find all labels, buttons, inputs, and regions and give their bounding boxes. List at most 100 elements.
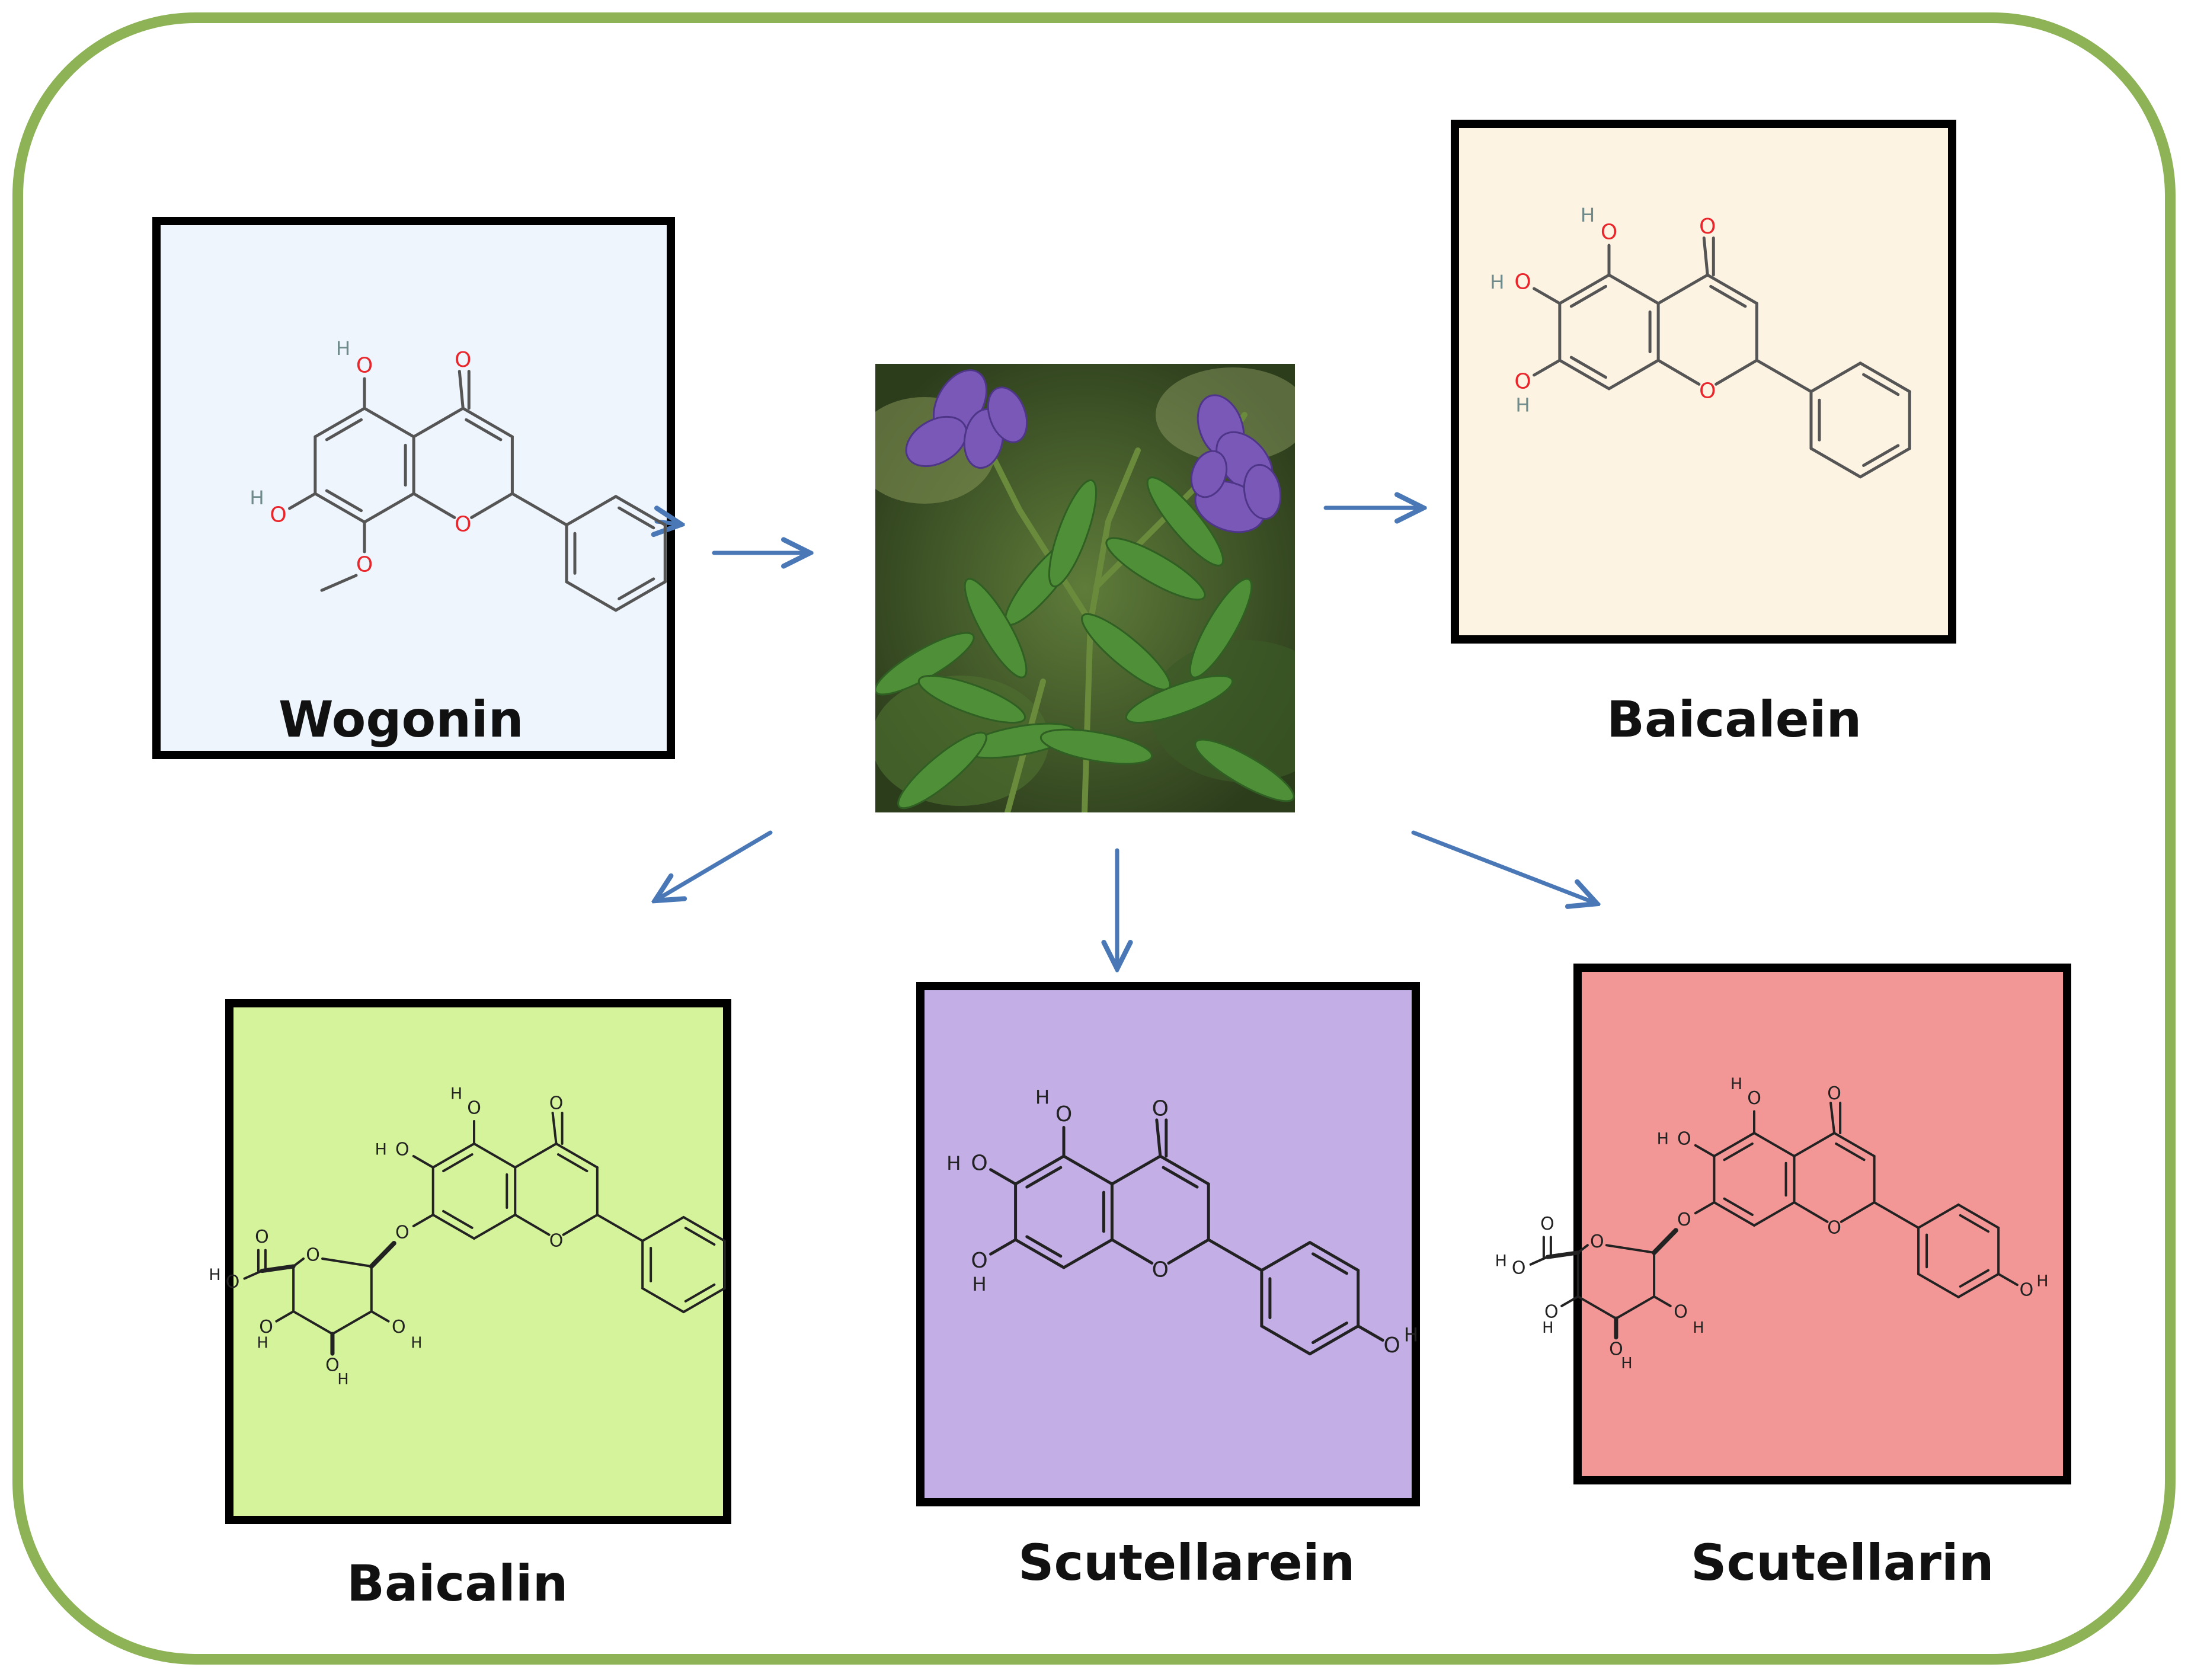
bond	[1014, 1238, 1066, 1269]
carbonyl-oxygen: O	[1152, 1097, 1169, 1121]
bond	[292, 1257, 305, 1268]
carboxyl-hydroxyl-oxygen: O	[226, 1272, 240, 1292]
bond	[1308, 1241, 1360, 1272]
bond	[1014, 1154, 1066, 1186]
bond	[1155, 1118, 1162, 1158]
bond	[1997, 1272, 2019, 1287]
bond	[641, 1216, 685, 1242]
substituent-oxygen: O	[1055, 1102, 1072, 1127]
bond	[288, 492, 317, 510]
bond	[331, 1310, 373, 1335]
ring-oxygen: O	[1699, 379, 1716, 404]
sugar-ring-oxygen: O	[306, 1245, 320, 1266]
bond	[1706, 273, 1758, 305]
double-bond	[1723, 1197, 1754, 1217]
methyl-bond	[320, 574, 358, 592]
double-bond	[1959, 1269, 1990, 1288]
bond	[1605, 1244, 1656, 1254]
plant-leaf	[1105, 537, 1206, 601]
plant-leaf	[1048, 479, 1098, 588]
plant-leaf	[897, 731, 987, 809]
double-bond	[1311, 1252, 1348, 1275]
hydroxyl-hydrogen: H	[946, 1152, 961, 1175]
bond	[1062, 1238, 1114, 1269]
bond	[989, 1168, 1018, 1186]
bond	[1713, 1201, 1755, 1227]
bond	[1829, 1102, 1836, 1134]
double-bond	[1025, 1235, 1063, 1258]
bond	[1755, 359, 1813, 393]
substituent-oxygen: O	[1677, 1209, 1691, 1230]
bond	[682, 1287, 726, 1313]
double-bond	[1311, 1321, 1348, 1345]
scutellarin-label: Scutellarin	[1691, 1534, 1994, 1592]
para-hydroxyl-oxygen: O	[2020, 1280, 2034, 1301]
double-bond	[618, 577, 655, 600]
substituent-oxygen: O	[971, 1249, 987, 1273]
sugar-hydroxyl-hydrogen: H	[337, 1371, 348, 1388]
sugar-hydroxyl-hydrogen: H	[411, 1335, 422, 1352]
double-bond	[1862, 373, 1900, 396]
substituent-oxygen: O	[1514, 370, 1531, 394]
bond	[461, 407, 514, 439]
bond	[1558, 359, 1611, 391]
bond	[1840, 1201, 1876, 1223]
substituent-oxygen: O	[1514, 270, 1531, 295]
bond	[1614, 1295, 1656, 1320]
double-bond	[618, 506, 655, 530]
carboxyl-oxygen: O	[255, 1227, 269, 1247]
bond	[641, 1287, 685, 1313]
substituent-oxygen: O	[1601, 220, 1617, 245]
arrow-photo-to-scutellarin	[1411, 830, 1597, 904]
double-bond	[1835, 1142, 1866, 1161]
substituent-oxygen: O	[395, 1223, 410, 1243]
bond	[1809, 361, 1862, 393]
bond	[314, 407, 366, 439]
double-bond	[1025, 1166, 1063, 1189]
hydroxyl-hydrogen: H	[375, 1141, 387, 1159]
bond	[1753, 1201, 1796, 1227]
hydroxyl-hydrogen: H	[1657, 1129, 1669, 1148]
plant-leaf	[1189, 578, 1253, 679]
bond	[1110, 1238, 1154, 1265]
bond	[1957, 1203, 2000, 1229]
bond	[1858, 447, 1911, 479]
bond	[1793, 1201, 1829, 1223]
double-bond	[1162, 1166, 1199, 1189]
para-hydroxyl-hydrogen: H	[1404, 1324, 1418, 1346]
bond	[473, 1214, 517, 1240]
bond	[1656, 359, 1701, 386]
bond	[555, 1143, 599, 1169]
bond	[458, 370, 465, 410]
carboxyl-hydroxyl-oxygen: O	[1512, 1257, 1526, 1278]
double-bond	[1569, 284, 1608, 308]
plant-leaf	[917, 674, 1026, 724]
sugar-hydroxyl-hydrogen: H	[1621, 1355, 1632, 1372]
bond	[412, 492, 456, 519]
sugar-hydroxyl-bond	[275, 1310, 295, 1323]
bond	[1714, 359, 1758, 386]
sugar-ring-oxygen: O	[1590, 1231, 1604, 1252]
substituent-oxygen: O	[356, 553, 373, 577]
double-bond	[442, 1209, 474, 1229]
hydroxyl-hydrogen: H	[1490, 271, 1504, 293]
bond	[514, 1143, 558, 1169]
ring-oxygen: O	[455, 513, 471, 537]
bond	[1833, 1132, 1876, 1157]
glycosidic-bond	[1652, 1228, 1678, 1255]
bond	[1694, 1201, 1716, 1215]
bond	[682, 1216, 726, 1242]
bond	[1308, 1324, 1360, 1356]
sugar-hydroxyl-hydrogen: H	[257, 1335, 268, 1352]
para-hydroxyl-oxygen: O	[1384, 1333, 1400, 1358]
baicalein-label: Baicalein	[1607, 690, 1862, 748]
double-bond	[556, 1153, 588, 1173]
double-bond	[1723, 1142, 1754, 1161]
bond	[1357, 1324, 1384, 1342]
hydroxyl-hydrogen: H	[249, 487, 264, 509]
carboxyl-oxygen: O	[1540, 1214, 1554, 1234]
sugar-hydroxyl-oxygen: O	[392, 1317, 406, 1337]
